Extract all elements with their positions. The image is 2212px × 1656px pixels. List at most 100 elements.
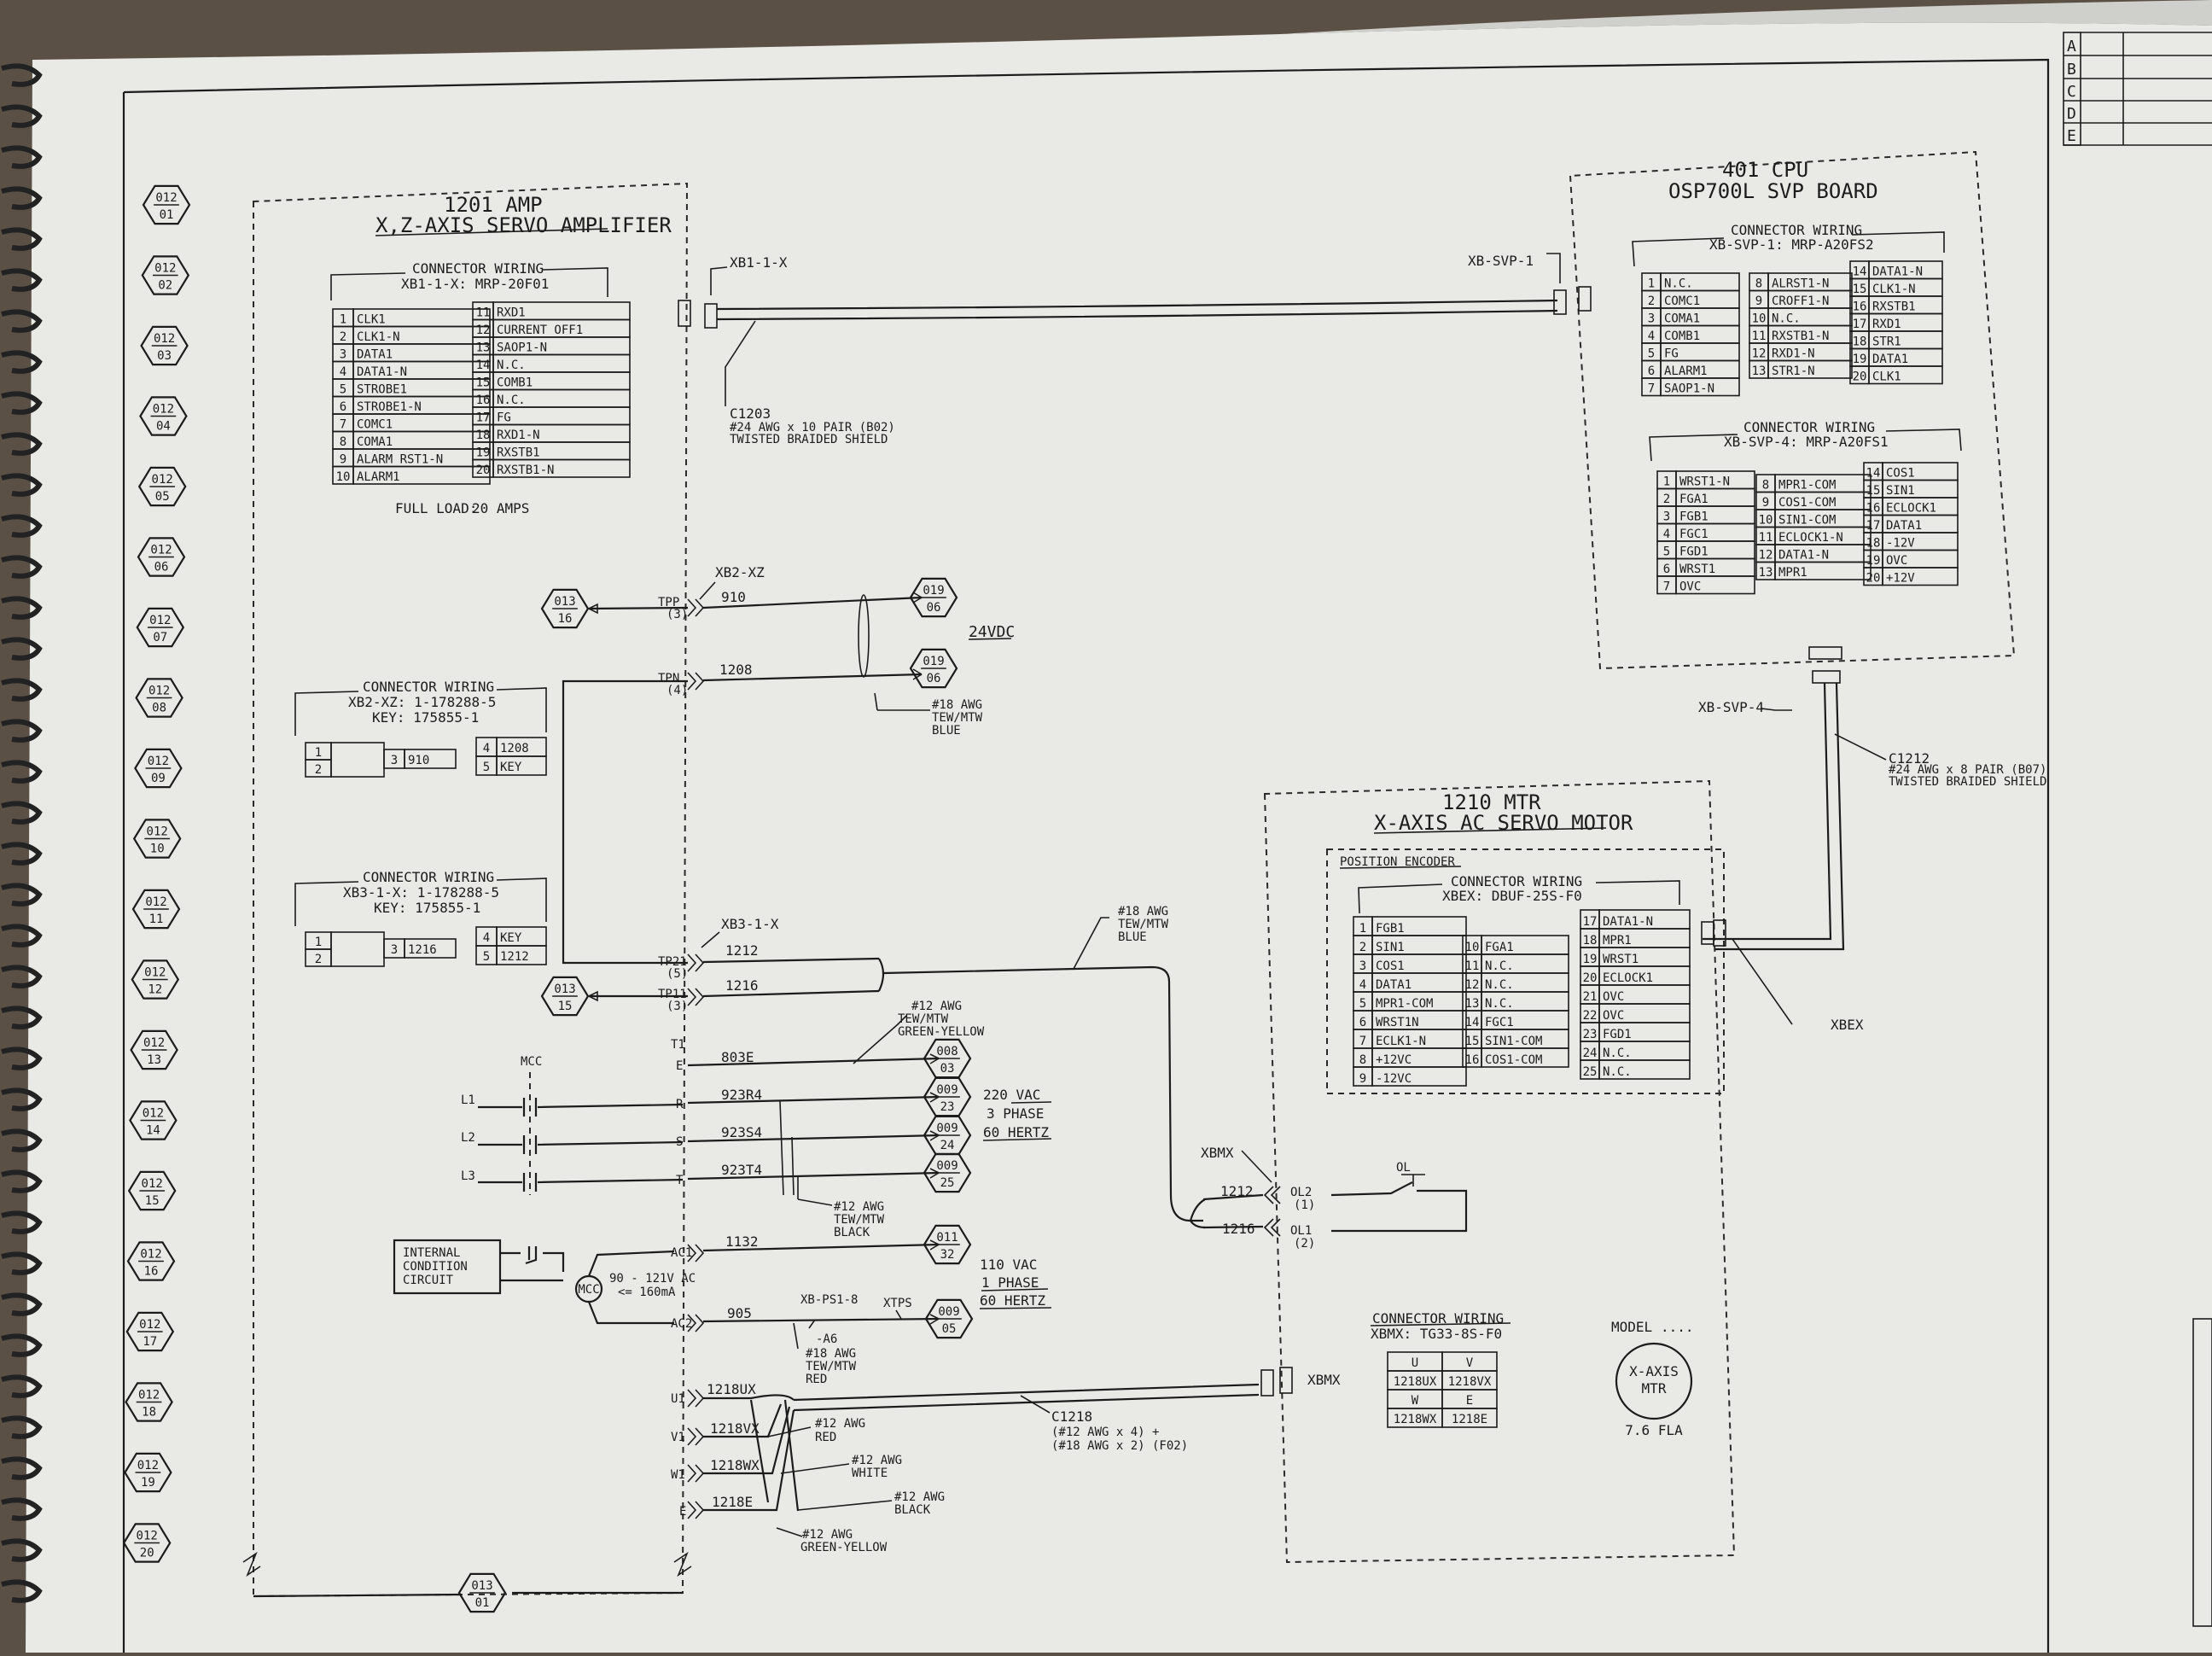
pin-signal: ECLK1-N bbox=[1376, 1035, 1426, 1048]
xbmx-title: CONNECTOR WIRING bbox=[1372, 1310, 1504, 1327]
motor-fla: 7.6 FLA bbox=[1625, 1422, 1683, 1438]
pin-signal: MPR1 bbox=[1778, 566, 1807, 580]
pin-signal: N.C. bbox=[1603, 1065, 1632, 1079]
pin-number: 9 bbox=[340, 453, 346, 467]
ref-sheet: 012 bbox=[149, 614, 171, 627]
pin-signal: CROFF1-N bbox=[1772, 294, 1829, 308]
ref-index: 16 bbox=[144, 1265, 159, 1279]
dc-24v-wiring: XB2-XZ TPP (3) 910 TPN (4) 1208 24VDC #1… bbox=[562, 564, 1015, 965]
pin-signal: -12V bbox=[1886, 537, 1915, 551]
pin-signal: FGC1 bbox=[1485, 1016, 1514, 1029]
pin-number: 17 bbox=[1583, 915, 1598, 929]
mcc-coil: MCC bbox=[578, 1283, 599, 1297]
ref-sheet: 013 bbox=[471, 1579, 492, 1593]
c1203-desc1: #24 AWG x 10 PAIR (B02) bbox=[730, 421, 895, 434]
xbmx-cell: E bbox=[1466, 1394, 1473, 1408]
pin-number: 15 bbox=[1465, 1035, 1480, 1048]
pin-signal: STR1-N bbox=[1772, 364, 1815, 378]
pin-number: 2 bbox=[315, 763, 322, 777]
awg12k-1: #12 AWG bbox=[894, 1490, 945, 1504]
ref-sheet: 012 bbox=[143, 1107, 164, 1121]
xb3-sub: XB3-1-X: 1-178288-5 bbox=[343, 884, 499, 901]
pin-number: 1 bbox=[1648, 277, 1655, 291]
pin-number: 3 bbox=[391, 754, 398, 767]
pin-signal: RXD1-N bbox=[497, 429, 540, 442]
ref-index: 05 bbox=[942, 1322, 957, 1336]
v220-1: 220 VAC bbox=[983, 1087, 1040, 1103]
pin-signal: STROBE1 bbox=[357, 383, 407, 397]
xb2-key: KEY: 175855-1 bbox=[372, 709, 479, 726]
ref-sheet: 011 bbox=[936, 1231, 958, 1245]
ref-sheet: 012 bbox=[154, 332, 175, 346]
xbmx-cell: 1218VX bbox=[1448, 1375, 1492, 1389]
u1-label: U1 bbox=[671, 1392, 685, 1406]
motor-boundary bbox=[1263, 779, 1736, 1564]
pin-signal: SIN1-COM bbox=[1485, 1035, 1542, 1048]
pin-number: 22 bbox=[1583, 1009, 1598, 1023]
xb1-label: XB1-1-X bbox=[730, 254, 788, 271]
pin-number: 14 bbox=[1465, 1016, 1480, 1029]
c1203-desc2: TWISTED BRAIDED SHIELD bbox=[730, 433, 888, 446]
l1-label: L1 bbox=[461, 1093, 475, 1107]
ref-sheet: 012 bbox=[138, 1389, 160, 1402]
pin-number: 5 bbox=[340, 383, 346, 397]
pin-number: 13 bbox=[476, 341, 491, 355]
pin-number: 3 bbox=[340, 348, 346, 362]
pin-number: 11 bbox=[476, 306, 491, 320]
wire-1216b: 1216 bbox=[1222, 1221, 1255, 1237]
pin-signal: 1208 bbox=[500, 742, 529, 755]
pin-signal: FG bbox=[1664, 347, 1679, 361]
pin-signal: ALARM1 bbox=[357, 470, 400, 484]
pin-number: 15 bbox=[1853, 283, 1867, 296]
spiral-coil bbox=[1, 965, 43, 988]
pin-number: 19 bbox=[1853, 353, 1867, 366]
ac1-label: AC1 bbox=[671, 1246, 692, 1260]
pin-signal: N.C. bbox=[1603, 1047, 1632, 1060]
spiral-coil bbox=[1, 104, 43, 128]
pin-number: 18 bbox=[476, 429, 491, 442]
xbmx-cell: 1218E bbox=[1452, 1413, 1487, 1426]
pin-signal: DATA1 bbox=[357, 348, 393, 362]
cpu-c1-title: CONNECTOR WIRING bbox=[1731, 222, 1862, 238]
spiral-coil bbox=[1, 1087, 43, 1111]
e2-label: E bbox=[679, 1505, 686, 1519]
pin-signal: KEY bbox=[500, 931, 522, 945]
awg12r-1: #12 AWG bbox=[815, 1417, 865, 1431]
awg18c-3: RED bbox=[806, 1373, 827, 1386]
pin-signal: COMA1 bbox=[357, 435, 393, 449]
pin-number: 19 bbox=[1866, 554, 1881, 568]
ref-sheet: 012 bbox=[145, 895, 166, 909]
spiral-coil bbox=[1, 227, 43, 251]
pin-signal: DATA1-N bbox=[1872, 265, 1923, 279]
pin-signal: N.C. bbox=[1772, 312, 1801, 326]
spiral-coil bbox=[1, 1456, 43, 1480]
pin-number: 9 bbox=[1755, 294, 1762, 308]
wire-923s4: 923S4 bbox=[721, 1124, 762, 1140]
pin-signal: RXSTB1 bbox=[497, 446, 540, 460]
ref-index: 15 bbox=[558, 1000, 573, 1013]
wire-905: 905 bbox=[727, 1305, 752, 1321]
ref-sheet: 012 bbox=[147, 825, 168, 839]
three-phase-wiring: T1 E 803E R 923R4 S 923S4 T 923T4 #12 AW… bbox=[461, 1000, 1052, 1239]
ref-sheet: 019 bbox=[923, 584, 944, 598]
pin-signal: CLK1 bbox=[1872, 370, 1901, 384]
pin-signal: DATA1-N bbox=[1778, 549, 1829, 563]
amp-conn-sub: XB1-1-X: MRP-20F01 bbox=[401, 276, 549, 292]
amp-subtitle: X,Z-AXIS SERVO AMPLIFIER bbox=[375, 213, 672, 237]
t1-label: T1 bbox=[671, 1038, 685, 1052]
awg18a-2: TEW/MTW bbox=[932, 711, 983, 725]
pin-number: 13 bbox=[1759, 566, 1773, 580]
pin-signal: DATA1 bbox=[1376, 978, 1412, 992]
pin-number: 12 bbox=[1759, 549, 1773, 563]
